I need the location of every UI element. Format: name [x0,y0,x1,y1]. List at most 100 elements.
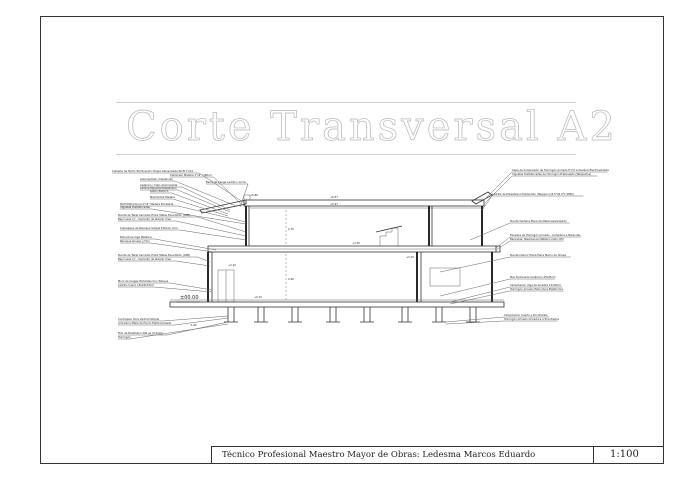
annotation-left: Ladrillo hueco 18x18x33cm [118,283,213,293]
leader-line [118,315,229,322]
roof-slab [243,199,485,207]
annotation-text: Machimbre Madera [150,195,175,199]
annotation-text: Contrapiso Ocre Vertical Simple [118,317,160,321]
annotation-right: Barandas: Pasamanos Metálico Caño CPV [495,237,564,251]
annotation-text: Barandas: Pasamanos Metálico Caño CPV [510,237,564,241]
leader-line [118,220,247,237]
leader-line [118,317,229,326]
leader-line [118,321,229,336]
annotation-text: Cimentación Viga de Arrastre 15x30cm [510,283,561,287]
annotation-text: Hormigón [118,335,131,339]
annotation-left: Puerta de Tabla Cerrados Entre Tablas Es… [118,253,211,263]
annotation-left: Revoque Grueso y Fino [120,239,215,253]
annotation-text: Puerta Interior Placa Placa Marco de Cha… [510,253,566,257]
leader-line [118,260,211,267]
annotation-text: Piso Terminado Cerámico 45x45cm [510,275,556,279]
annotation-text: Bajo losas c/c - Cemento de alisado Urea [118,217,171,221]
annotation-right: Ladrillo de Poliestireno Expandido (Telg… [481,192,584,211]
title-block-divider [593,447,594,464]
annotation-text: Cubrepisos de Revoque Simple Exterior 2c… [120,226,178,230]
annotation-text: Film de Polietileno 200 µs (0.2mm) [118,331,163,335]
level-first-floor: +3.15 [406,255,414,259]
title-rule-bottom [116,154,576,155]
annotation-left: Armadura Malla de Hierro Electrosoldado [118,317,229,326]
annotation-left: Bajo losas c/c - Cemento de alisado Urea [118,257,211,267]
stair-rail [375,225,403,233]
leader-line [140,180,237,207]
annotation-text: Puerta Ventana Placa de Metal Galvanizad… [510,219,567,223]
annotation-left: Estructura Viga Metálica [120,235,217,251]
leader-line [483,171,608,201]
leader-line [120,242,215,253]
annotation-left: Perfil Estructural 2"x4" Madera Bordeada [120,202,247,223]
annotation-left: Film de Polietileno 200 µs (0.2mm) [118,321,229,336]
annotation-text: Puerta de Tabla Cerrados Entre Tablas Es… [118,253,190,257]
level-roof-mid: +5.97 [330,202,338,206]
leader-line [112,172,247,205]
drawing-title: Corte Transversal A2 [126,104,618,151]
leader-line [118,216,247,233]
level-slab: +3.30 [352,241,360,245]
foundation-piles [224,307,480,323]
leader-line [449,290,564,305]
annotation-text: Hormigón Armado Estructura Plataforma [510,287,563,291]
title-block-author: Técnico Profesional Maestro Mayor de Obr… [222,450,536,460]
annotation-text: Barra de Cenga Ladrillo común [206,180,247,184]
leader-line [495,240,564,251]
height-lower: 2.90 [288,277,294,281]
height-upper: 2.70 [288,227,294,231]
annotation-right: Puerta Interior Placa Placa Marco de Cha… [439,253,571,273]
annotation-right: Cimentación Viga de Arrastre 15x30cm [449,283,563,303]
level-window-head: +2.10 [228,263,236,267]
annotation-text: Viguetas Prefabricadas de Hormigón Prete… [512,172,591,176]
stair-upper [379,227,399,246]
ground-slab [169,301,505,308]
leader-line [439,256,571,273]
annotation-left: Muro de Cargas Portantes Con Tabique [118,279,213,291]
level-ground-floor: +0.15 [254,295,262,299]
annotation-right: Viguetas Prefabricadas de Hormigón Prete… [483,172,598,205]
balcony-right [496,245,501,253]
annotation-right: Cimentación Cuarto y Encofrados [445,313,549,323]
annotations-right: Capa de Compresión de Hormigón Armado Hº… [439,168,609,325]
leader-line [495,236,582,249]
leader-line [120,229,247,241]
annotation-right: Puerta Ventana Placa de Metal Galvanizad… [469,219,570,241]
sheet-border [40,16,664,464]
annotation-right: Piso Terminado Cerámico 45x45cm [439,275,556,297]
annotation-text: Viguetas Prefabricadas [120,205,150,209]
annotation-text: Lámina Espuma Poliestireno [140,186,177,190]
annotation-text: Revoque Grueso y Fino [120,239,150,243]
annotation-left: Lámina Espuma Poliestireno [140,186,231,213]
leader-line [120,208,247,225]
leader-line [445,316,549,323]
annotation-text: Cielorraso Madera 1"x4" c/60cm [170,173,212,177]
annotation-text: Ladrillo hueco 18x18x33cm [118,283,154,287]
title-rule-top [116,102,576,103]
annotation-left: Hormigón [118,323,229,340]
leader-line [469,222,570,241]
leader-line [120,238,217,251]
annotation-right: Capa de Compresión de Hormigón Armado Hº… [483,168,609,201]
annotation-text: Cimentación Cuarto y Encofrados [504,313,548,317]
annotation-right: Hormigón Armado Armadura a Encofrados [445,317,560,325]
annotation-text: Muro de Cargas Portantes Con Tabique [118,279,169,283]
leader-line [483,175,598,205]
level-roof-top: +6.57 [330,195,338,199]
annotation-text: Listones/Cab. Clavadores [140,177,173,181]
leader-line [206,183,249,208]
annotation-text: Puerta de Tabla Cerrados Entre Tablas Es… [118,213,190,217]
leader-line [120,205,247,223]
annotation-left: Listones/Cab. Clavadores [140,177,237,207]
leader-line [170,176,243,206]
annotation-left: Listón Estruct. [150,189,229,215]
annotation-text: Hormigón Armado Armadura a Encofrados [504,317,560,321]
leader-line [150,192,229,215]
annotation-right: Escalera de Hormigón Armado - Armadura a… [495,233,582,249]
annotation-text: Aislación / Cielo Aluminizada [140,183,178,187]
roof-parapet [243,194,251,201]
annotation-right: Hormigón Armado Estructura Plataforma [449,287,564,305]
annotation-left: Machimbre Madera [150,195,229,217]
